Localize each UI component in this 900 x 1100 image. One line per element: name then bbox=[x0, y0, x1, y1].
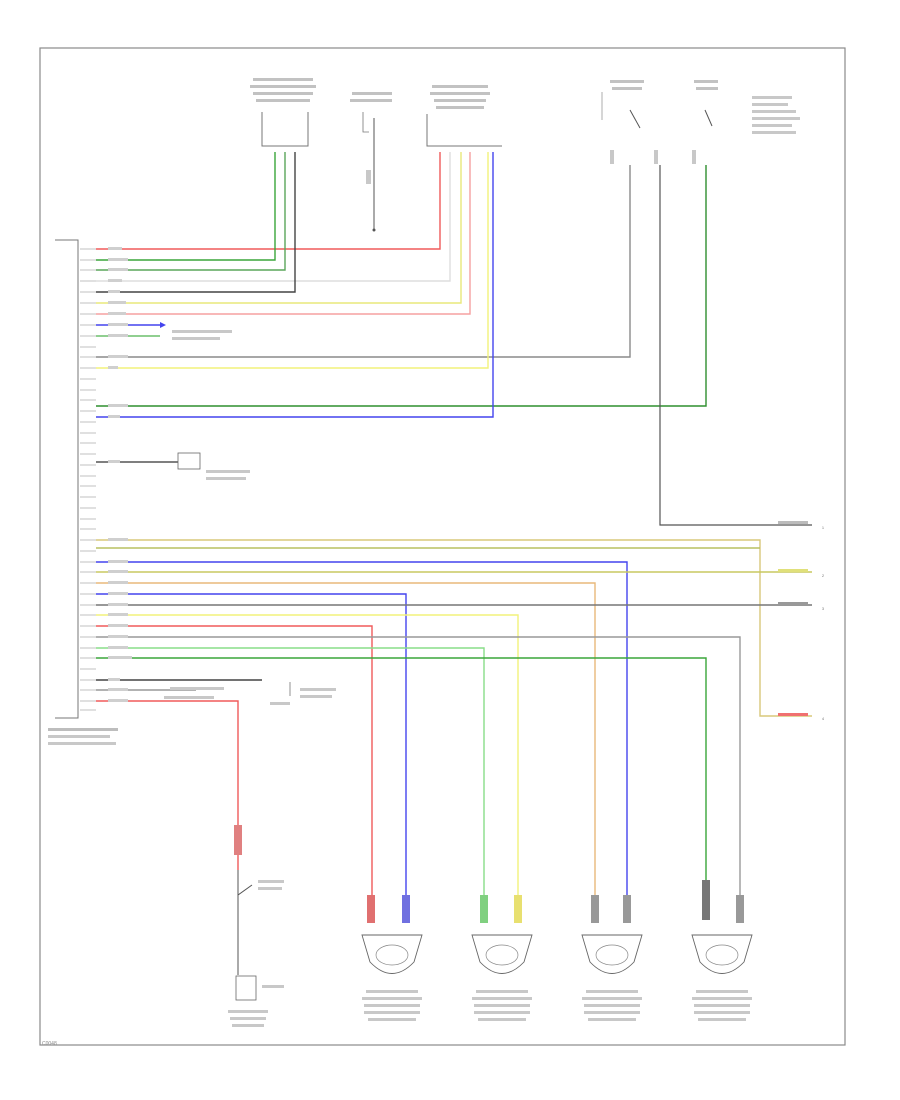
top-right-label bbox=[752, 96, 800, 134]
speaker-icon bbox=[361, 895, 423, 1021]
svg-text:3: 3 bbox=[822, 607, 824, 611]
top-right-switch-b bbox=[692, 80, 718, 164]
mid-left-switch bbox=[164, 682, 336, 705]
top-right-switch-a bbox=[601, 80, 658, 164]
switch-icon bbox=[350, 92, 392, 232]
lower-left-switch bbox=[234, 825, 284, 975]
connector-pins bbox=[80, 248, 96, 711]
speaker-icon bbox=[691, 880, 753, 1021]
control-unit-connector bbox=[55, 239, 79, 719]
arrow-icon bbox=[160, 322, 166, 328]
diagram-code: C0048 bbox=[42, 1041, 57, 1047]
diagram-frame bbox=[39, 47, 846, 1046]
speaker-icon bbox=[471, 895, 533, 1021]
svg-text:4: 4 bbox=[822, 717, 824, 721]
svg-text:1: 1 bbox=[822, 526, 824, 530]
wire-gray-vertical bbox=[659, 165, 812, 526]
wires-bottom bbox=[96, 539, 812, 900]
control-unit-label bbox=[48, 728, 118, 745]
wire-color-labels bbox=[108, 247, 132, 702]
svg-text:2: 2 bbox=[822, 574, 824, 578]
speaker-icon bbox=[581, 895, 643, 1021]
top-left-component bbox=[250, 78, 316, 147]
right-outputs: 1 2 3 4 bbox=[778, 521, 824, 721]
top-center-component bbox=[426, 85, 502, 147]
ground-icon bbox=[228, 975, 284, 1027]
wires-top bbox=[96, 152, 707, 463]
connector-icon bbox=[177, 452, 250, 480]
